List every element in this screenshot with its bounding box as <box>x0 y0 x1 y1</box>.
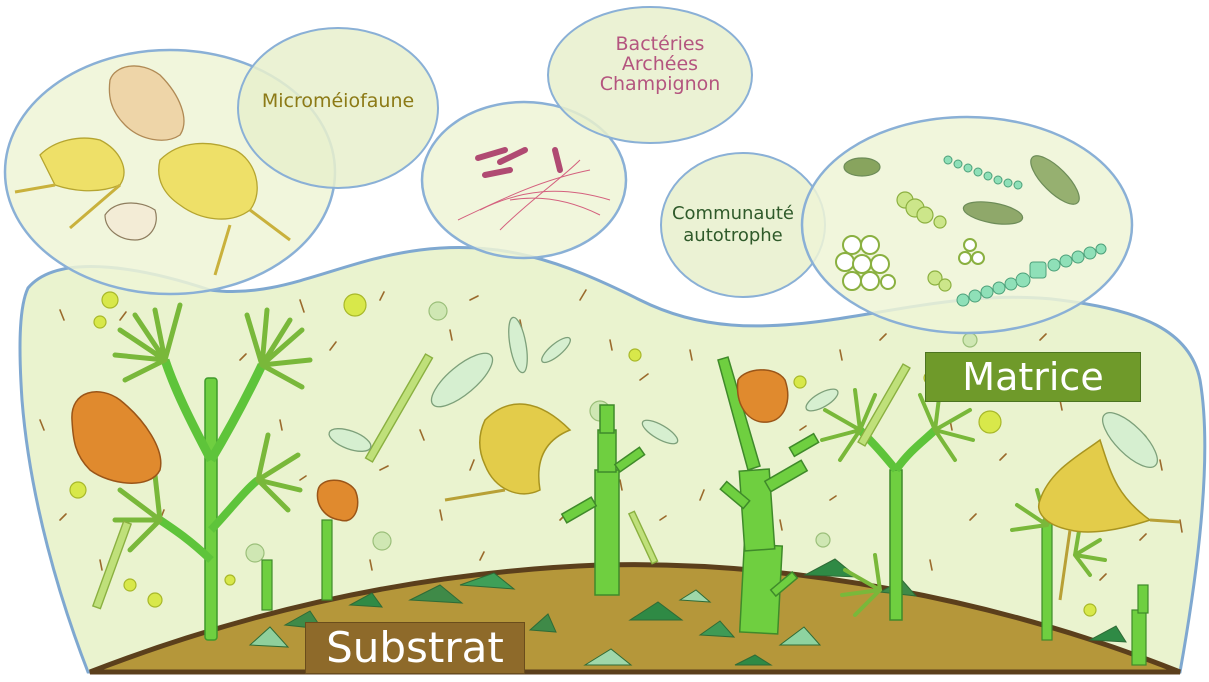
oval-diatoms <box>328 316 1158 468</box>
label-substrat: Substrat <box>305 622 525 674</box>
dinoflagellates <box>444 403 1181 601</box>
matrix-debris <box>39 289 1183 581</box>
label-communaute: Communauté <box>671 203 795 224</box>
label-bacteries: Bactéries <box>615 33 705 55</box>
tall-stalk-right <box>717 356 820 635</box>
matrix-spheres <box>69 291 1097 617</box>
bubble-micromeiofaune <box>3 27 439 296</box>
bubble-autotrophe <box>660 115 1134 335</box>
label-bacteries-group: Bactéries Archées Champignon <box>560 34 760 94</box>
small-stalks <box>261 519 1149 666</box>
label-autotrophe: autotrophe <box>683 225 783 246</box>
bubble-bacteries <box>420 6 753 260</box>
substrate-particles <box>248 558 1127 666</box>
tall-stalk-center <box>560 404 646 596</box>
label-matrice: Matrice <box>925 352 1141 402</box>
label-archees: Archées <box>621 53 699 75</box>
label-champignon: Champignon <box>599 73 721 95</box>
label-autotrophe-group: Communauté autotrophe <box>658 203 808 247</box>
fan-clusters-left <box>112 302 313 553</box>
orange-microfauna <box>71 369 789 522</box>
label-micromeiofaune: Microméiofaune <box>261 90 415 112</box>
stalked-colony-left <box>157 358 267 641</box>
pennate-diatoms <box>91 353 911 610</box>
fan-colony-right <box>820 388 1107 641</box>
